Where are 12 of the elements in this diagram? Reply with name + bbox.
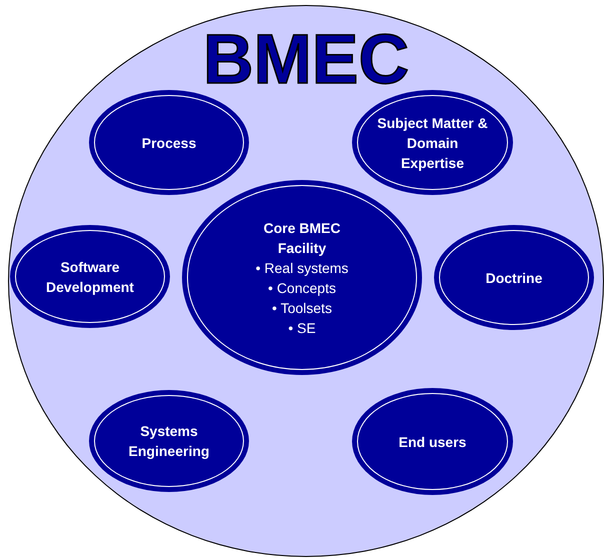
ellipse-label: End users <box>398 432 466 452</box>
ellipse-label: Software Development <box>45 258 135 296</box>
ellipse-label: Doctrine <box>486 268 542 288</box>
ellipse-label: Subject Matter & Domain Expertise <box>376 114 489 172</box>
bullet-item: • Concepts <box>268 278 336 298</box>
bullet-item: • SE <box>288 318 316 338</box>
ellipse-label: Process <box>142 134 196 152</box>
ellipse-label: Systems Engineering <box>128 422 210 461</box>
bullet-item: • Toolsets <box>272 298 332 318</box>
ellipse-label: Core BMEC Facility <box>262 218 342 258</box>
bullet-item: • Real systems <box>256 258 348 278</box>
ellipse-heading: BMEC <box>202 24 410 94</box>
